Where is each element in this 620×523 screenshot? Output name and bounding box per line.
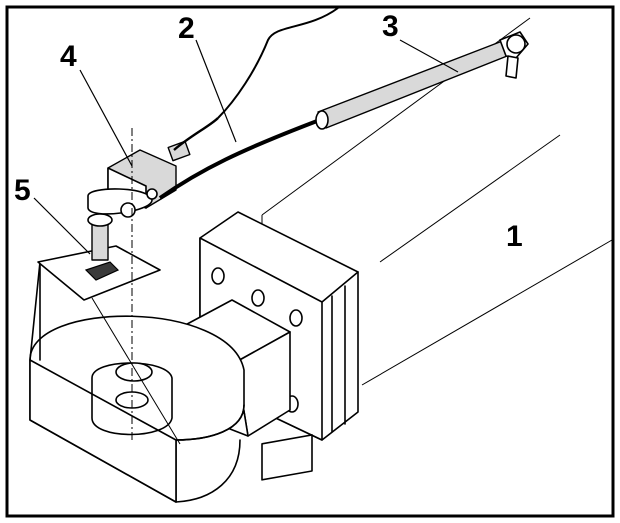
callout-bracket: 5 <box>14 174 31 207</box>
callout-lever-rod: 3 <box>382 10 399 43</box>
leader-5 <box>33 197 91 255</box>
hitch-body <box>29 261 313 503</box>
bracket <box>37 213 161 301</box>
callout-tractor-frame: 1 <box>506 220 523 253</box>
leader-bracket <box>91 297 181 445</box>
callout-sensor: 4 <box>60 40 77 73</box>
cable <box>158 7 339 200</box>
lever-rod <box>315 31 529 130</box>
leader-4 <box>79 69 133 167</box>
callout-cable: 2 <box>178 12 195 45</box>
sensor <box>87 140 191 218</box>
leader-3 <box>399 39 459 73</box>
leader-2 <box>195 39 237 143</box>
